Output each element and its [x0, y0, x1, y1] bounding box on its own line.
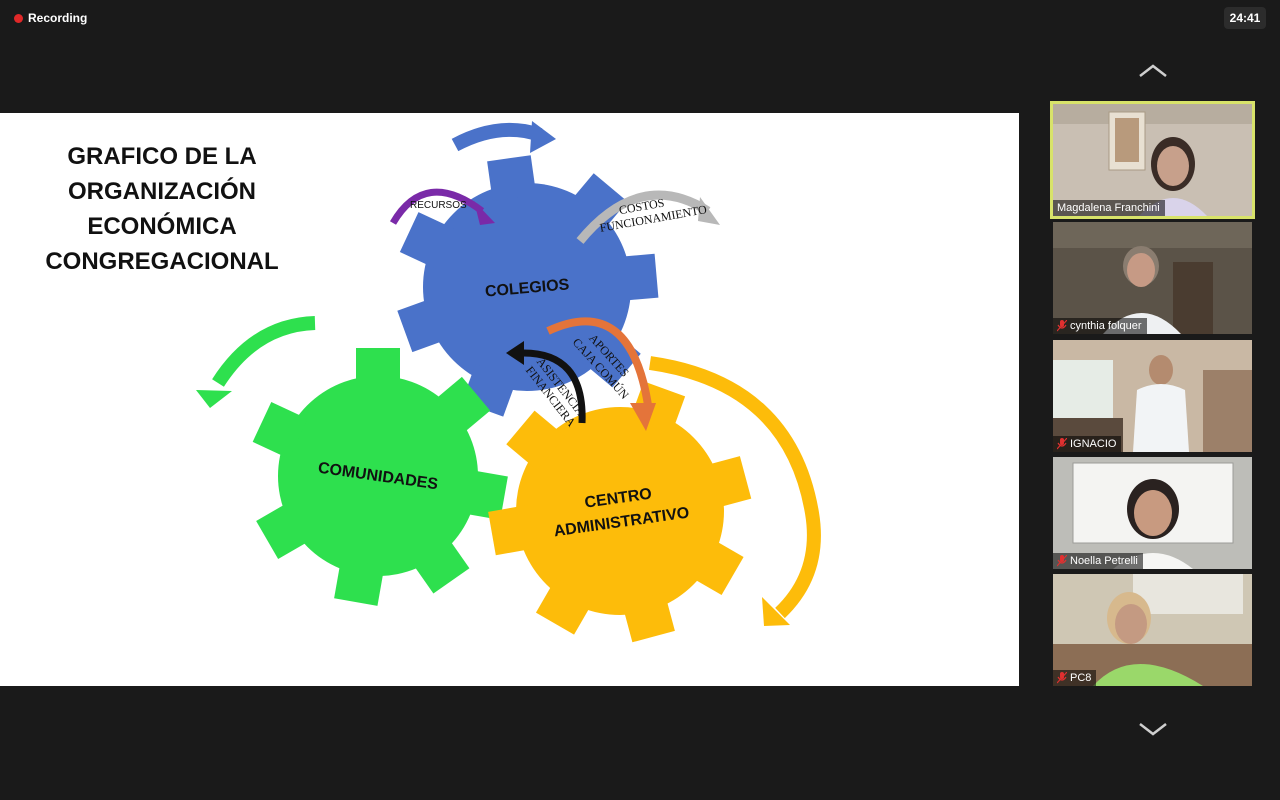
meeting-timer: 24:41 — [1224, 7, 1266, 29]
recording-label: Recording — [28, 11, 88, 25]
video-feed — [1053, 340, 1252, 452]
green-curved-arrow — [212, 316, 316, 387]
video-feed — [1053, 104, 1252, 216]
gear-colegios: COLEGIOS — [397, 155, 659, 417]
mic-muted-icon — [1057, 320, 1067, 332]
participant-name: cynthia folquer — [1070, 320, 1142, 332]
chevron-down-icon[interactable] — [1137, 720, 1169, 738]
slide-title-line: CONGREGACIONAL — [45, 248, 279, 275]
yellow-curved-arrow — [649, 356, 821, 619]
gear-diagram: COLEGIOS COMUNIDADES — [196, 121, 821, 643]
video-feed — [1053, 222, 1252, 334]
participant-tile[interactable]: PC8 — [1053, 574, 1252, 686]
participant-name-tag: cynthia folquer — [1053, 318, 1147, 334]
aportes-arrowhead — [630, 403, 656, 431]
participant-name-tag: PC8 — [1053, 670, 1097, 686]
video-feed — [1053, 574, 1252, 686]
top-blue-arrowhead — [530, 121, 556, 153]
mic-muted-icon — [1057, 438, 1067, 450]
participant-tile[interactable]: Noella Petrelli — [1053, 457, 1252, 569]
asistencia-arrow — [519, 349, 586, 424]
recording-dot-icon — [14, 13, 23, 23]
gear-comunidades: COMUNIDADES — [252, 348, 508, 606]
slide-title: GRAFICO DE LA ORGANIZACIÓN ECONÓMICA CON… — [22, 139, 302, 279]
slide-title-line: ECONÓMICA — [87, 213, 237, 240]
participant-name-tag: IGNACIO — [1053, 436, 1122, 452]
label-recursos: RECURSOS — [410, 200, 467, 211]
participant-name-tag: Magdalena Franchini — [1053, 200, 1165, 216]
yellow-arrowhead — [762, 597, 790, 626]
shared-slide: COLEGIOS COMUNIDADES — [0, 113, 1019, 686]
recording-indicator: Recording — [14, 11, 87, 25]
participant-tile-active[interactable]: Magdalena Franchini — [1050, 101, 1255, 219]
participant-name: PC8 — [1070, 672, 1092, 684]
aportes-arrow — [546, 317, 652, 406]
recursos-arrowhead — [474, 201, 495, 225]
mic-muted-icon — [1057, 555, 1067, 567]
participant-name: Noella Petrelli — [1070, 555, 1138, 567]
slide-title-line: ORGANIZACIÓN — [68, 178, 256, 205]
participant-tile[interactable]: IGNACIO — [1053, 340, 1252, 452]
slide-title-line: GRAFICO DE LA — [67, 143, 257, 170]
participant-tile[interactable]: cynthia folquer — [1053, 222, 1252, 334]
top-blue-arrow — [451, 122, 543, 152]
participant-name-tag: Noella Petrelli — [1053, 553, 1143, 569]
asistencia-arrowhead — [506, 341, 524, 365]
gear-centro-administrativo: CENTRO ADMINISTRATIVO — [488, 381, 752, 643]
green-arrowhead — [196, 390, 232, 408]
costos-arrow — [576, 190, 711, 244]
chevron-up-icon[interactable] — [1137, 62, 1169, 80]
recursos-arrow — [389, 188, 485, 225]
costos-arrowhead — [698, 197, 720, 225]
participant-name: Magdalena Franchini — [1057, 202, 1160, 214]
video-feed — [1053, 457, 1252, 569]
mic-muted-icon — [1057, 672, 1067, 684]
participant-name: IGNACIO — [1070, 438, 1117, 450]
